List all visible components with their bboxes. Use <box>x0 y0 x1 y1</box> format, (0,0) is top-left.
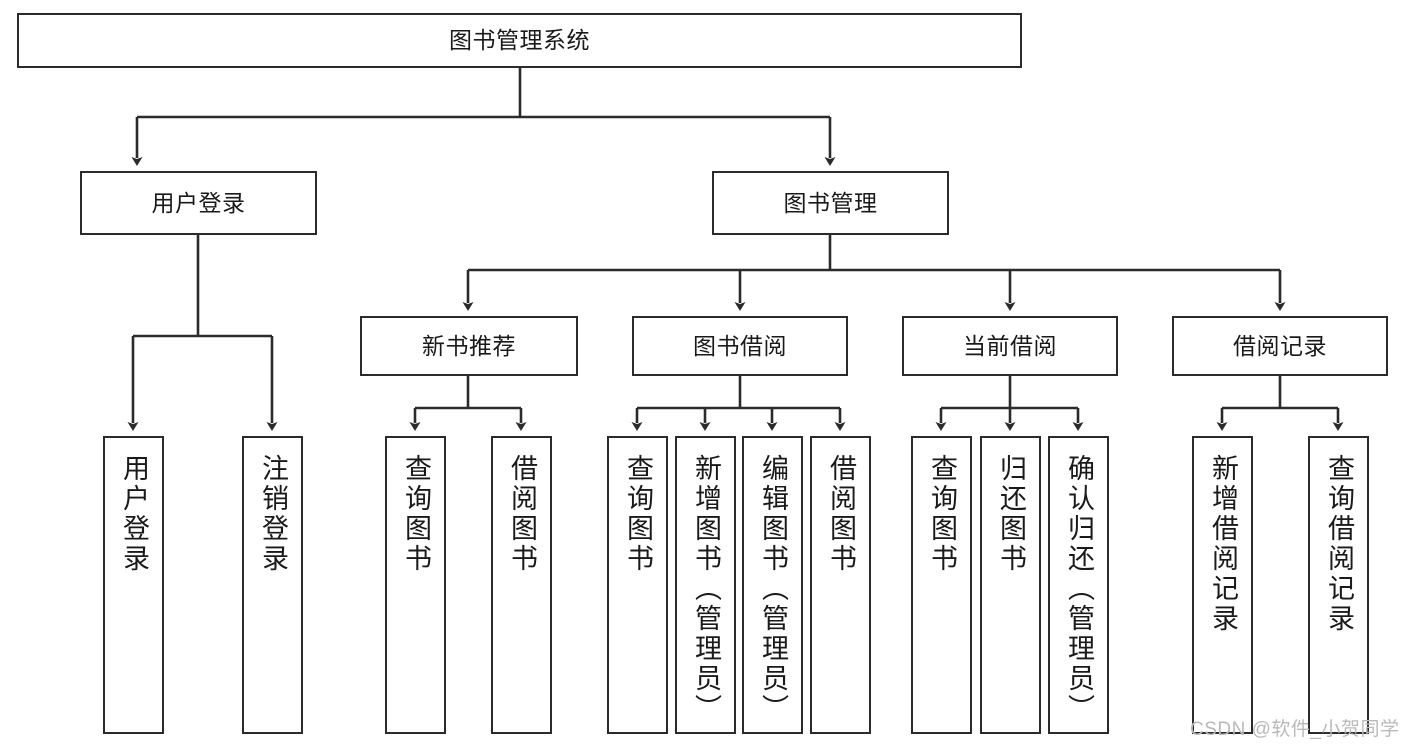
leaf-user-login-signout[interactable]: 注销登录 <box>242 436 303 734</box>
node-borrow-record-label: 借阅记录 <box>1233 332 1327 359</box>
node-user-login-label: 用户登录 <box>151 189 246 216</box>
leaf-record-add-record[interactable]: 新增借阅记录 <box>1192 436 1253 734</box>
leaf-label: 查询图书 <box>401 454 431 574</box>
leaf-label: 确认归还（管理员） <box>1064 454 1094 724</box>
leaf-label: 新增借阅记录 <box>1208 454 1238 634</box>
node-root-label: 图书管理系统 <box>449 27 590 54</box>
leaf-label: 注销登录 <box>258 454 288 574</box>
node-new-book-recommend[interactable]: 新书推荐 <box>360 316 578 376</box>
node-new-book-recommend-label: 新书推荐 <box>422 332 516 359</box>
leaf-label: 新增图书（管理员） <box>691 454 721 724</box>
leaf-borrow-add-book-admin[interactable]: 新增图书（管理员） <box>675 436 736 734</box>
node-user-login[interactable]: 用户登录 <box>80 171 317 235</box>
leaf-label: 用户登录 <box>119 454 149 574</box>
node-root[interactable]: 图书管理系统 <box>17 13 1022 68</box>
node-current-borrow-label: 当前借阅 <box>963 332 1057 359</box>
node-book-borrow[interactable]: 图书借阅 <box>632 316 848 376</box>
leaf-label: 借阅图书 <box>826 454 856 574</box>
leaf-record-query-record[interactable]: 查询借阅记录 <box>1308 436 1369 734</box>
node-book-borrow-label: 图书借阅 <box>693 332 787 359</box>
leaf-borrow-query-book[interactable]: 查询图书 <box>607 436 668 734</box>
node-book-management[interactable]: 图书管理 <box>712 171 949 235</box>
leaf-label: 查询图书 <box>623 454 653 574</box>
leaf-current-confirm-return-admin[interactable]: 确认归还（管理员） <box>1048 436 1109 734</box>
leaf-recommend-query-book[interactable]: 查询图书 <box>385 436 446 734</box>
leaf-user-login-signin[interactable]: 用户登录 <box>103 436 164 734</box>
leaf-borrow-edit-book-admin[interactable]: 编辑图书（管理员） <box>742 436 803 734</box>
leaf-current-query-book[interactable]: 查询图书 <box>911 436 972 734</box>
node-book-management-label: 图书管理 <box>783 189 878 216</box>
leaf-label: 归还图书 <box>996 454 1026 574</box>
node-borrow-record[interactable]: 借阅记录 <box>1172 316 1388 376</box>
leaf-label: 借阅图书 <box>507 454 537 574</box>
leaf-label: 查询借阅记录 <box>1324 454 1354 634</box>
leaf-current-return-book[interactable]: 归还图书 <box>980 436 1041 734</box>
leaf-borrow-borrow-book[interactable]: 借阅图书 <box>810 436 871 734</box>
leaf-label: 编辑图书（管理员） <box>758 454 788 724</box>
leaf-recommend-borrow-book[interactable]: 借阅图书 <box>491 436 552 734</box>
node-current-borrow[interactable]: 当前借阅 <box>902 316 1118 376</box>
leaf-label: 查询图书 <box>927 454 957 574</box>
